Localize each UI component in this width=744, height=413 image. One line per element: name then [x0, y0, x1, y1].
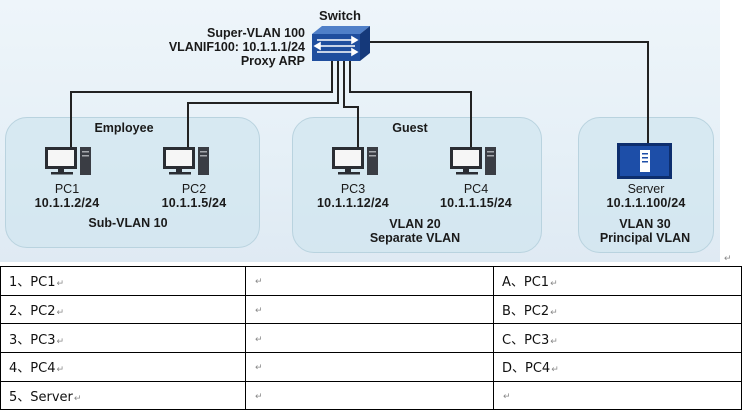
table-cell-right[interactable]: ↵ [493, 380, 742, 411]
host-name: PC2 [181, 182, 207, 196]
host-ip: 10.1.1.15/24 [440, 196, 512, 210]
topology-links [45, 26, 672, 179]
table-row: 5、Server↵ ↵ ↵ [0, 380, 742, 411]
pc-icon-1 [45, 147, 91, 175]
employee-group [5, 117, 260, 248]
guest-footer-line-1: VLAN 20 [389, 217, 441, 231]
table-cell-middle[interactable]: ↵ [245, 294, 494, 325]
pc-icon-3 [332, 147, 378, 175]
switch-title: Switch [319, 8, 361, 23]
host-name: PC3 [340, 182, 366, 196]
switch-icon [312, 26, 370, 61]
host-ip: 10.1.1.100/24 [606, 196, 686, 210]
table-cell-right[interactable]: C、PC3↵ [493, 323, 742, 354]
host-label-pc3: PC3 10.1.1.12/24 [298, 182, 408, 210]
guest-group [292, 117, 542, 253]
host-name: PC1 [54, 182, 80, 196]
table-cell-middle[interactable]: ↵ [245, 323, 494, 354]
host-ip: 10.1.1.5/24 [161, 196, 227, 210]
matching-table: 1、PC1↵ ↵ A、PC1↵ 2、PC2↵ ↵ B、PC2↵ 3、PC3↵ ↵… [0, 266, 742, 411]
table-row: 3、PC3↵ ↵ C、PC3↵ [0, 323, 742, 354]
network-diagram: Switch Super-VLAN 100 VLANIF100: 10.1.1.… [0, 0, 720, 262]
table-cell-middle[interactable]: ↵ [245, 266, 494, 296]
host-label-pc1: PC1 10.1.1.2/24 [12, 182, 122, 210]
table-row: 1、PC1↵ ↵ A、PC1↵ [0, 266, 742, 296]
connection-lines [70, 41, 649, 147]
table-row: 2、PC2↵ ↵ B、PC2↵ [0, 294, 742, 325]
guest-footer-line-2: Separate VLAN [369, 231, 461, 245]
employee-footer: Sub-VLAN 10 [88, 216, 168, 230]
server-group [578, 117, 714, 253]
switch-label-line-3: Proxy ARP [240, 54, 305, 68]
pc-icon-4 [450, 147, 496, 175]
host-ip: 10.1.1.12/24 [317, 196, 389, 210]
table-cell-middle[interactable]: ↵ [245, 352, 494, 382]
table-cell-left[interactable]: 4、PC4↵ [0, 352, 246, 382]
host-ip: 10.1.1.2/24 [34, 196, 100, 210]
server-footer-line-2: Principal VLAN [599, 231, 691, 245]
host-label-pc2: PC2 10.1.1.5/24 [139, 182, 249, 210]
host-label-pc4: PC4 10.1.1.15/24 [421, 182, 531, 210]
host-name: Server [627, 182, 665, 196]
host-name: PC4 [463, 182, 489, 196]
table-row: 4、PC4↵ ↵ D、PC4↵ [0, 352, 742, 382]
table-cell-right[interactable]: D、PC4↵ [493, 352, 742, 382]
pc-icon-2 [163, 147, 209, 175]
table-cell-right[interactable]: A、PC1↵ [493, 266, 742, 296]
table-cell-left[interactable]: 2、PC2↵ [0, 294, 246, 325]
table-cell-left[interactable]: 5、Server↵ [0, 380, 246, 411]
table-cell-middle[interactable]: ↵ [245, 380, 494, 411]
employee-title: Employee [94, 121, 154, 135]
table-cell-left[interactable]: 3、PC3↵ [0, 323, 246, 354]
server-icon [617, 143, 672, 179]
table-cell-left[interactable]: 1、PC1↵ [0, 266, 246, 296]
host-label-server: Server 10.1.1.100/24 [586, 182, 706, 210]
table-cell-right[interactable]: B、PC2↵ [493, 294, 742, 325]
switch-label-line-1: Super-VLAN 100 [207, 26, 305, 40]
paragraph-mark: ↵ [724, 253, 732, 263]
switch-label-line-2: VLANIF100: 10.1.1.1/24 [168, 40, 305, 54]
server-footer-line-1: VLAN 30 [619, 217, 671, 231]
guest-title: Guest [392, 121, 428, 135]
